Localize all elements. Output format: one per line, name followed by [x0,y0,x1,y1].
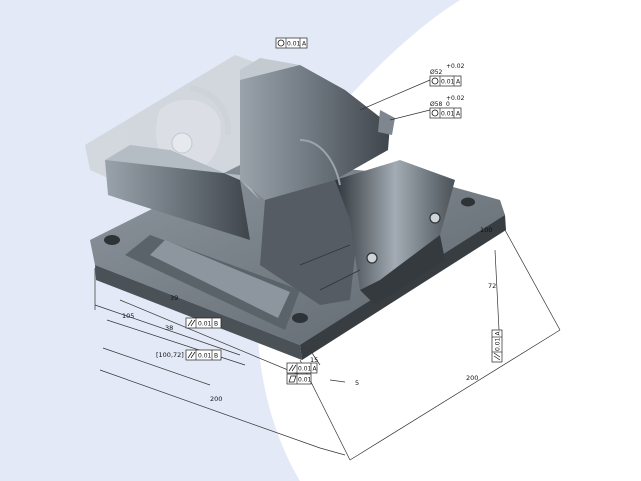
fcf-datum: A [456,111,461,118]
fcf-parallel-2: 0.01 B [185,349,222,361]
fcf-value: 0.01 [495,337,502,351]
tolerance-lower-2: 0 [446,101,450,108]
fcf-value: 0.01 [441,111,455,118]
fcf-value: 0.01 [298,366,312,373]
dimension-lines [94,79,561,461]
fcf-datum: A [495,331,502,336]
diameter-labels: Ø52 +0.02 Ø58 +0.02 0 [430,63,465,108]
dim-5: 5 [355,379,359,387]
fcf-datum: B [214,353,218,360]
fcf-value: 0.01 [198,321,212,328]
parallel-lines-icon [288,364,297,372]
fcf-datum: B [214,321,218,328]
fcf-right-2: 0.01 A [429,107,462,119]
fcf-value: 0.01 [198,353,212,360]
fcf-parallel-1: 0.01 B [185,317,222,329]
dim-39: 39 [170,294,178,302]
concentricity-icon [431,109,439,117]
fcf-value: 0.01 [298,377,312,384]
parallel-lines-icon [187,319,196,327]
fcf-value: 0.01 [287,41,301,48]
fcf-datum: A [313,366,318,373]
dim-100-right: 100 [480,226,492,234]
bolt-hole [461,197,475,207]
bolt-hole [104,235,120,245]
dim-200-bottom: 200 [210,395,222,403]
dim-38: 38 [165,324,173,332]
dim-105: 105 [122,312,134,320]
fcf-bottom-2: 0.01 [286,373,312,385]
fcf-value: 0.01 [441,79,455,86]
diameter-label-2: Ø58 [430,101,443,108]
concentricity-icon [431,77,439,85]
fcf-bottom-1: 0.01 A [286,362,318,374]
dimension-labels: 200 105 [100,72] 39 38 5 15 72 200 100 [122,226,496,403]
fcf-right-1: 0.01 A [429,75,462,87]
fcf-datum: A [302,41,307,48]
tolerance-upper-2: +0.02 [446,95,465,102]
diameter-label-1: Ø52 [430,69,443,76]
dim-100-72: [100,72] [156,351,184,359]
fcf-datum: A [456,79,461,86]
dim-72: 72 [488,282,496,290]
parallel-lines-icon [187,351,196,359]
pedestal-body [105,58,455,305]
parallel-lines-icon [493,352,501,361]
dim-200-right: 200 [466,374,478,382]
dim-15: 15 [310,356,318,364]
fcf-vertical: 0.01 A [491,329,503,363]
fcf-top: 0.01 A [275,37,308,49]
bolt-hole [292,313,308,323]
parallelogram-icon [288,375,297,383]
concentricity-icon [277,39,285,47]
tolerance-upper-1: +0.02 [446,63,465,70]
